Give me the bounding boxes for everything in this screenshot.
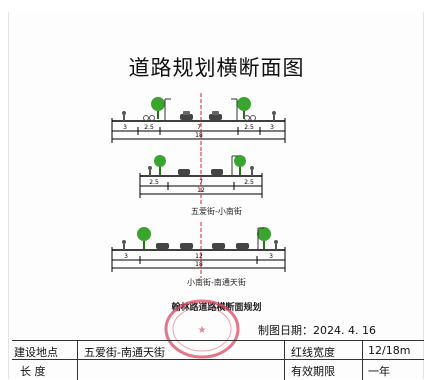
official-seal: ★ xyxy=(164,299,240,359)
dimension-label: 3 xyxy=(269,253,273,260)
dimension-label: 7 xyxy=(197,124,201,131)
pedestrian-icon xyxy=(148,166,152,176)
total-width-label: 18 xyxy=(195,261,203,268)
pedestrian-icon xyxy=(250,166,254,176)
total-width-label: 12 xyxy=(197,187,205,194)
tree-icon xyxy=(257,227,271,249)
tree-icon xyxy=(234,155,246,175)
car-icon xyxy=(180,243,193,249)
streetlamp-icon xyxy=(231,98,238,121)
info-table: 建设地点 五爱街-南通天街 红线宽度 12/18m 长 度 有效期限 一年 xyxy=(12,340,424,380)
bicycle-icon xyxy=(143,115,155,121)
dimension-label: 2.5 xyxy=(244,179,254,186)
car-icon xyxy=(212,243,225,249)
pedestrian-icon xyxy=(272,111,276,121)
cross-section-1: 3 2.5 7 2.5 3 18 xyxy=(111,93,286,153)
streetlamp-icon xyxy=(257,227,264,250)
pedestrian-icon xyxy=(122,240,126,250)
section-3-caption: 小南街-南通天街 xyxy=(187,278,246,287)
document-sheet xyxy=(8,12,424,379)
car-icon xyxy=(178,169,190,175)
value-location: 五爱街-南通天街 xyxy=(84,346,165,359)
tree-icon xyxy=(154,155,166,175)
dimension-label: 3 xyxy=(124,253,128,260)
car-icon xyxy=(236,243,249,249)
dimension-label: 2.5 xyxy=(244,124,254,131)
cross-section-2: 2.5 7 2.5 12 xyxy=(139,152,263,204)
streetlamp-icon xyxy=(231,155,238,176)
dimension-label: 2.5 xyxy=(149,179,159,186)
pedestrian-icon xyxy=(274,240,278,250)
label-validity: 有效期限 xyxy=(291,365,335,378)
car-icon xyxy=(156,243,169,249)
value-red-line-width: 12/18m xyxy=(368,344,411,357)
pedestrian-icon xyxy=(122,111,126,121)
tree-icon xyxy=(237,97,251,119)
dimension-label: 2.5 xyxy=(144,124,154,131)
dimension-label: 12 xyxy=(195,253,203,260)
label-red-line-width: 红线宽度 xyxy=(291,346,335,359)
car-icon xyxy=(211,169,223,175)
value-validity: 一年 xyxy=(368,365,390,378)
cross-section-3: 3 12 3 18 xyxy=(111,222,286,278)
tree-icon xyxy=(151,97,165,119)
tree-icon xyxy=(137,227,151,249)
bicycle-icon xyxy=(244,115,256,121)
car-icon xyxy=(180,111,193,120)
total-width-label: 18 xyxy=(195,132,203,139)
drawing-date: 制图日期：2024. 4. 16 xyxy=(258,324,376,337)
plan-title: 翰林路道路横断面规划 xyxy=(171,303,262,313)
label-length: 长 度 xyxy=(20,365,46,378)
document-title: 道路规划横断面图 xyxy=(128,56,305,80)
dimension-label: 3 xyxy=(123,124,127,131)
section-2-caption: 五爱街-小南街 xyxy=(191,207,242,216)
svg-text:★: ★ xyxy=(198,325,207,336)
car-icon xyxy=(209,111,222,120)
dimension-label: 7 xyxy=(199,179,203,186)
dimension-label: 3 xyxy=(270,124,274,131)
streetlamp-icon xyxy=(164,98,171,121)
label-location: 建设地点 xyxy=(14,346,58,359)
